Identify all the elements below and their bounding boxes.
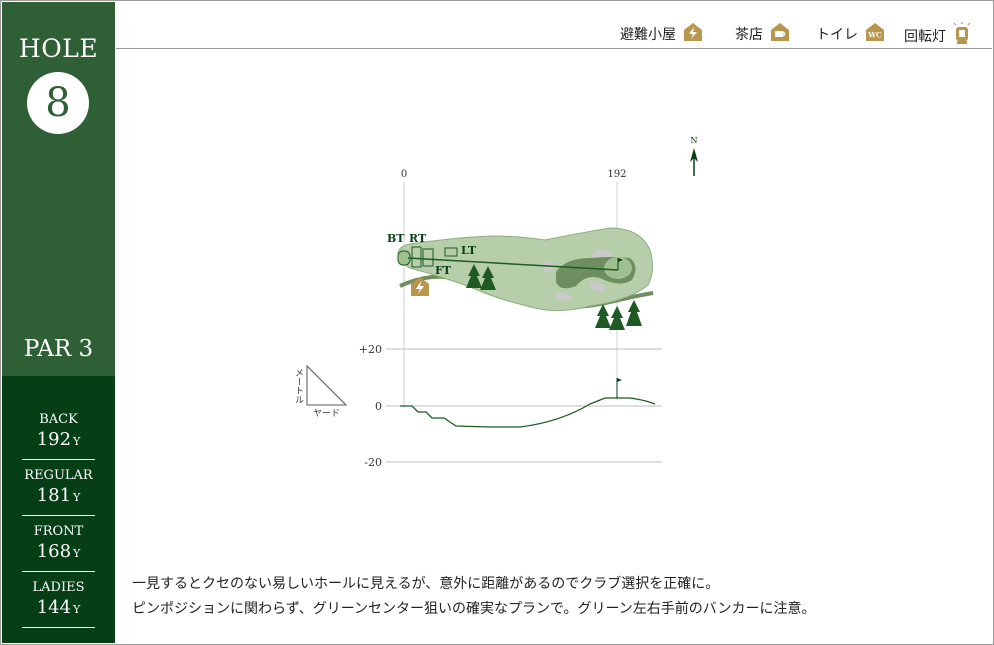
scale-legend-triangle — [306, 364, 348, 406]
tree-cluster-right — [595, 300, 642, 330]
tee-name: LADIES — [32, 580, 85, 595]
north-label: N — [691, 136, 698, 145]
elevation-flag-icon — [617, 378, 622, 382]
yard-unit: Y — [73, 547, 81, 560]
hole-label: HOLE — [18, 34, 99, 63]
tee-yards: 144 — [36, 597, 72, 618]
pin-flag-icon — [618, 258, 623, 262]
wc-icon: WC — [865, 22, 885, 46]
bunker — [555, 293, 571, 301]
tee-yards: 192 — [36, 429, 72, 450]
tree-cluster-left — [466, 264, 496, 290]
north-arrow-icon: N — [690, 136, 698, 176]
tee-name: REGULAR — [24, 468, 93, 483]
tee-name: FRONT — [33, 524, 84, 539]
tee-name: BACK — [39, 412, 78, 427]
tee-marker-ft: FT — [435, 264, 452, 277]
tee-marker-lt: LT — [461, 244, 477, 257]
facility-label: トイレ — [816, 27, 858, 43]
tea-shop-icon — [770, 22, 790, 46]
lightning-hut-icon — [411, 277, 429, 296]
hole-info-panel: HOLE 8 PAR 3 — [2, 2, 115, 376]
svg-text:WC: WC — [867, 31, 882, 40]
tee-box-ft — [422, 248, 434, 267]
tee-marker-bt: BT — [387, 232, 405, 245]
facility-rotating-lamp: 回転灯 — [904, 22, 971, 50]
distance-start-label: 0 — [401, 169, 407, 180]
play-line — [407, 257, 619, 271]
yard-unit: Y — [73, 435, 81, 448]
facility-label: 避難小屋 — [620, 27, 676, 43]
lightning-hut-icon — [683, 22, 703, 46]
elevation-tick-zero: 0 — [375, 400, 382, 413]
tee-yards: 181 — [36, 485, 72, 506]
tee-yards: 168 — [36, 541, 72, 562]
rotating-lamp-icon — [953, 22, 971, 50]
yard-unit: Y — [73, 603, 81, 616]
bunker — [588, 281, 606, 292]
facility-label: 回転灯 — [904, 29, 946, 45]
tee-box-lt — [444, 247, 458, 257]
hole-description-line: ピンポジションに関わらず、グリーンセンター狙いの確実なプランで。グリーン左右手前… — [132, 601, 816, 617]
facility-tea-shop: 茶店 — [735, 22, 790, 46]
yard-unit: Y — [73, 491, 81, 504]
hole-description-line: 一見するとクセのない易しいホールに見えるが、意外に距離があるのでクラブ選択を正確… — [132, 576, 720, 592]
facility-label: 茶店 — [735, 27, 763, 43]
tee-box-rt — [411, 246, 422, 268]
facility-shelter: 避難小屋 — [620, 22, 703, 46]
distance-end-label: 192 — [607, 169, 626, 180]
scale-legend-meters: メートル — [293, 368, 304, 404]
tee-marker-rt: RT — [409, 232, 427, 245]
facility-legend-bar: 避難小屋 茶店 トイレ WC 回転灯 — [116, 2, 992, 49]
par-label: PAR 3 — [23, 336, 94, 362]
hole-number: 8 — [27, 72, 89, 134]
elevation-tick-plus20: +20 — [359, 343, 382, 356]
elevation-tick-minus20: -20 — [364, 456, 382, 469]
facility-toilet: トイレ WC — [816, 22, 885, 46]
elevation-profile-line — [400, 397, 656, 428]
scale-legend-yards: ヤード — [313, 409, 340, 419]
